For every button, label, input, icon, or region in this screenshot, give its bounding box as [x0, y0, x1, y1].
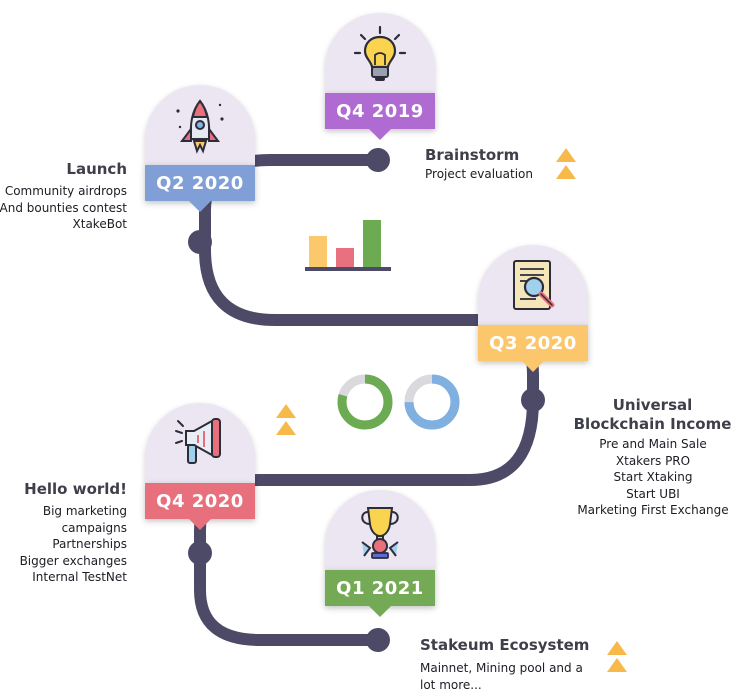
milestone-card-q4-2019: Q4 2019	[325, 13, 435, 140]
trophy-icon	[361, 507, 399, 559]
chart-baseline	[305, 267, 391, 271]
donut-chart-icon	[404, 374, 460, 430]
road-node-q2-2020	[188, 230, 212, 254]
milestone-item: XtakeBot	[72, 217, 127, 231]
road-node-q1-2021	[366, 628, 390, 652]
donut-chart-icon	[337, 374, 393, 430]
milestone-items: Big marketing campaigns Partnerships Big…	[20, 503, 127, 586]
milestone-item: Xtakers PRO	[615, 453, 691, 468]
milestone-title: Hello world!	[24, 480, 127, 498]
milestone-title: Launch	[66, 160, 127, 178]
milestone-item: Start UBI	[626, 486, 680, 501]
quarter-badge: Q4 2020	[145, 483, 255, 530]
card-top	[478, 245, 588, 325]
quarter-badge: Q4 2019	[325, 93, 435, 140]
quarter-badge: Q2 2020	[145, 165, 255, 212]
milestone-item: Big marketing	[42, 504, 127, 518]
road-node-q3-2020	[521, 388, 545, 412]
card-top	[325, 13, 435, 93]
milestone-item: And bounties contest	[0, 200, 127, 215]
document-search-icon	[513, 260, 555, 310]
chevron-up-icon	[556, 148, 576, 179]
milestone-item: Mainnet, Mining pool and a	[420, 661, 583, 675]
rocket-icon	[176, 99, 224, 154]
chevron-up-icon	[276, 404, 296, 435]
milestone-item: Start Xtaking	[613, 470, 693, 484]
milestone-card-q3-2020: Q3 2020	[478, 245, 588, 372]
chevron-up-icon	[607, 641, 627, 672]
milestone-title: Brainstorm	[425, 146, 520, 164]
bar-red	[336, 248, 354, 268]
road-node-q4-2020	[188, 541, 212, 565]
milestone-item: Community airdrops	[4, 184, 127, 198]
card-top	[145, 85, 255, 165]
milestone-item: Partnerships	[52, 537, 127, 551]
milestone-item: Project evaluation	[425, 167, 533, 181]
milestone-card-q2-2020: Q2 2020	[145, 85, 255, 212]
milestone-items: Community airdrops And bounties contest …	[0, 183, 127, 233]
milestone-item: Bigger exchanges	[19, 553, 127, 568]
bar-green	[363, 220, 381, 268]
milestone-item: Pre and Main Sale	[599, 437, 707, 451]
milestone-card-q4-2020: Q4 2020	[145, 403, 255, 530]
bar-chart-icon	[305, 220, 391, 271]
milestone-item: Internal TestNet	[32, 570, 127, 584]
card-top	[145, 403, 255, 483]
milestone-items: Pre and Main Sale Xtakers PRO Start Xtak…	[568, 436, 738, 519]
milestone-item: lot more...	[420, 677, 482, 692]
card-top	[325, 490, 435, 570]
milestone-item: campaigns	[61, 520, 127, 535]
milestone-item: Marketing First Exchange	[577, 503, 729, 517]
quarter-badge: Q1 2021	[325, 570, 435, 617]
megaphone-icon	[175, 418, 221, 464]
milestone-title: Stakeum Ecosystem	[420, 636, 590, 654]
road-node-q4-2019	[366, 148, 390, 172]
milestone-title: Universal Blockchain Income	[573, 396, 732, 433]
milestone-items: Mainnet, Mining pool and a lot more...	[420, 660, 583, 693]
milestone-card-q1-2021: Q1 2021	[325, 490, 435, 617]
milestone-items: Project evaluation	[425, 166, 533, 183]
bar-orange	[309, 236, 327, 268]
lightbulb-icon	[353, 25, 407, 81]
quarter-badge: Q3 2020	[478, 325, 588, 372]
